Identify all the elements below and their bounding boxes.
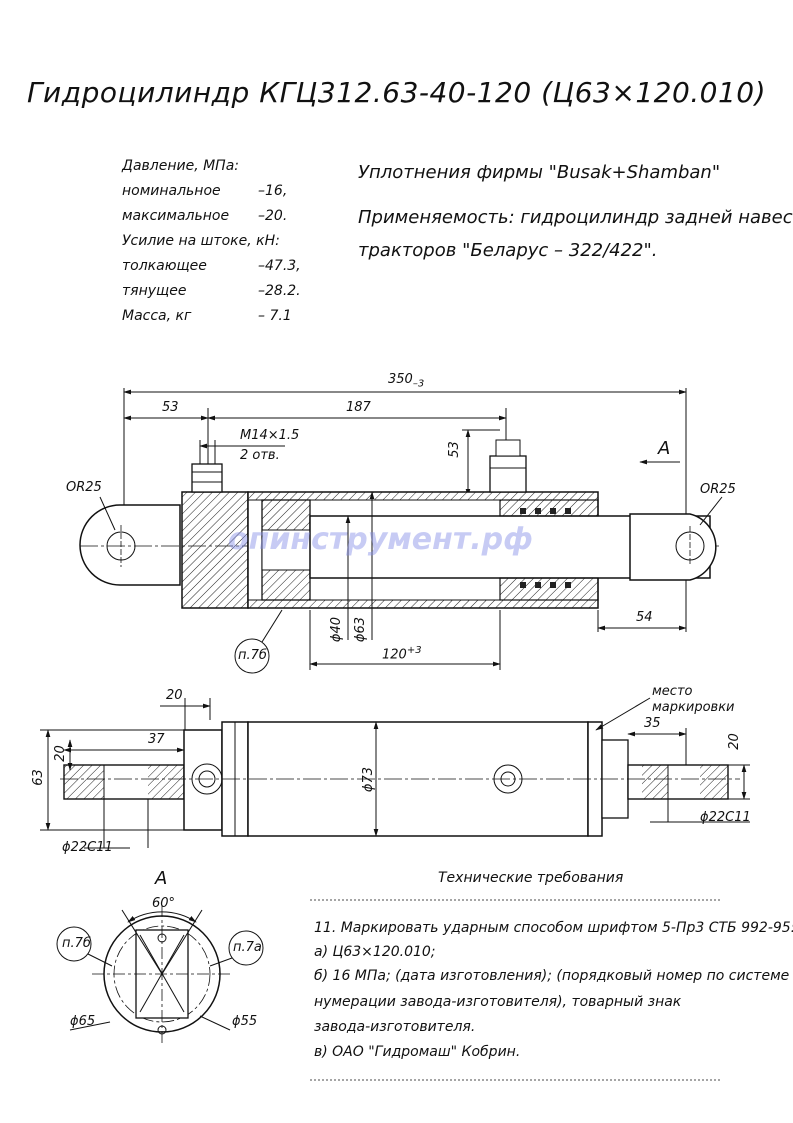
- thread-spec: М14×1.5: [240, 428, 300, 443]
- view-a-arrow-label: А: [658, 438, 671, 459]
- dim-phi22-right: ϕ22С11: [700, 810, 751, 825]
- applicability-line-2: тракторов "Беларус – 322/422".: [358, 240, 658, 261]
- dim-overall: 350–3: [388, 372, 425, 390]
- dim-phi65: ϕ65: [70, 1014, 96, 1029]
- requirement-line-4: нумерации завода-изготовителя), товарный…: [314, 994, 682, 1010]
- dim-20-right: 20: [726, 733, 742, 750]
- dim-37: 37: [148, 732, 165, 747]
- dim-phi73: ϕ73: [361, 766, 377, 793]
- nominal-pressure-label: номинальное: [122, 183, 221, 199]
- pull-force-value: –28.2.: [258, 283, 301, 299]
- radius-right: OR25: [700, 482, 736, 497]
- max-pressure-value: –20.: [258, 208, 288, 224]
- dim-phi63: ϕ63: [353, 616, 369, 643]
- max-pressure-label: максимальное: [122, 208, 230, 224]
- callout-7b-second: п.7б: [62, 936, 91, 951]
- dim-angle: 60°: [152, 896, 176, 911]
- dim-20-top: 20: [166, 688, 183, 703]
- force-heading: Усилие на штоке, кН:: [122, 233, 280, 249]
- side-view: [40, 697, 750, 849]
- drawing-title: Гидроцилиндр КГЦ312.63-40-120 (Ц63×120.0…: [26, 76, 767, 109]
- dim-stroke: 120+3: [382, 645, 422, 663]
- requirement-line-2: а) Ц63×120.010;: [314, 944, 436, 960]
- dim-53: 53: [162, 400, 179, 415]
- requirement-line-6: в) ОАО "Гидромаш" Кобрин.: [314, 1044, 521, 1060]
- radius-left: OR25: [66, 480, 102, 495]
- push-force-value: –47.3,: [258, 258, 301, 274]
- requirement-line-1: 11. Маркировать ударным способом шрифтом…: [314, 920, 793, 936]
- dim-35: 35: [644, 716, 661, 731]
- mass-value: – 7.1: [258, 308, 292, 324]
- requirement-line-5: завода-изготовителя.: [314, 1019, 476, 1035]
- thread-qty: 2 отв.: [240, 448, 280, 463]
- dim-phi22-left: ϕ22С11: [62, 840, 113, 855]
- view-a: [56, 905, 264, 1044]
- dim-20-left: 20: [52, 745, 68, 762]
- requirement-line-3: б) 16 МПа; (дата изготовления); (порядко…: [314, 968, 790, 984]
- dim-54: 54: [636, 610, 653, 625]
- marking-place-line2: маркировки: [652, 700, 735, 715]
- pressure-heading: Давление, МПа:: [122, 158, 239, 174]
- callout-7b: п.7б: [238, 648, 267, 663]
- applicability-line-1: Применяемость: гидроцилиндр задней навес…: [358, 207, 793, 228]
- seals-note: Уплотнения фирмы "Busak+Shamban": [358, 162, 721, 183]
- marking-place-line1: место: [652, 684, 693, 699]
- callout-7a: п.7а: [233, 940, 262, 955]
- mass-label: Масса, кг: [122, 308, 192, 324]
- pull-force-label: тянущее: [122, 283, 187, 299]
- section-view: [79, 388, 723, 674]
- view-a-title: А: [155, 868, 168, 889]
- dim-187: 187: [346, 400, 371, 415]
- watermark: опинструмент.рф: [228, 522, 533, 557]
- dim-63: 63: [30, 769, 46, 786]
- requirements-heading: Технические требования: [438, 870, 624, 886]
- dim-phi40: ϕ40: [329, 616, 345, 643]
- nominal-pressure-value: –16,: [258, 183, 288, 199]
- dim-phi55: ϕ55: [232, 1014, 258, 1029]
- push-force-label: толкающее: [122, 258, 207, 274]
- dim-vertical-53: 53: [446, 441, 462, 458]
